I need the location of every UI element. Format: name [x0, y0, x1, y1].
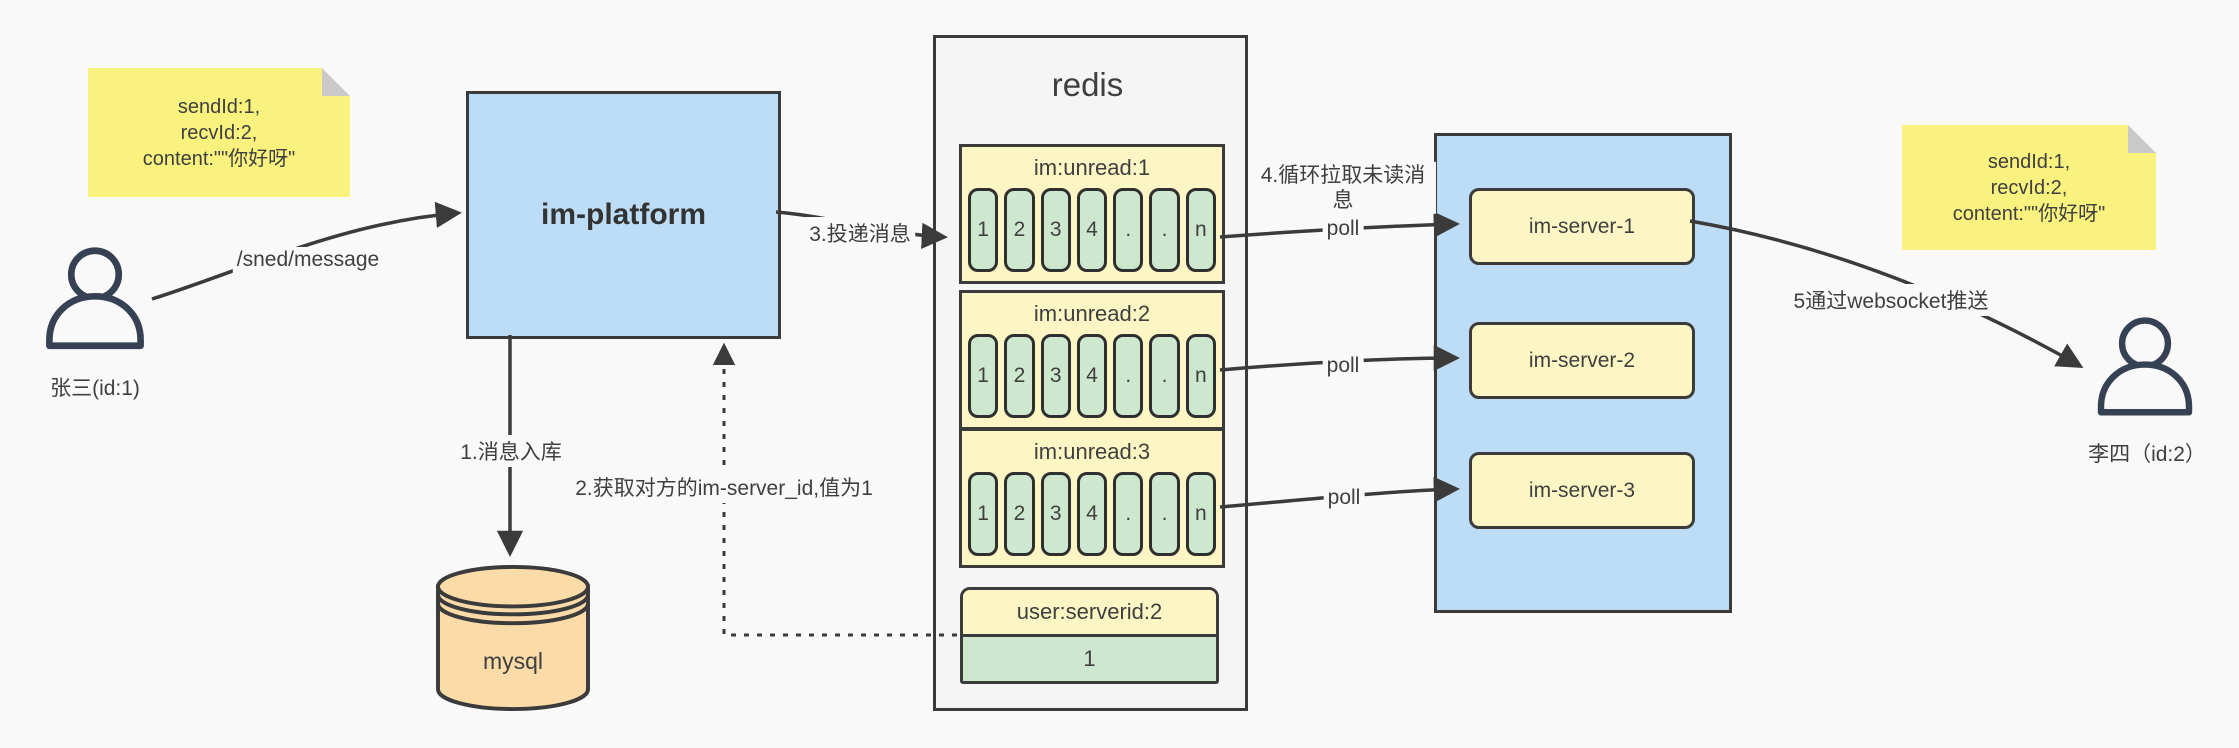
edge-label-step5: 5通过websocket推送 [1789, 284, 1993, 316]
queue-cell: 4 [1076, 472, 1108, 556]
receiver-label: 李四（id:2） [2088, 443, 2206, 466]
note-fold-icon [322, 68, 350, 96]
im-server-2-label: im-server-2 [1528, 348, 1636, 372]
queue-cell: . [1149, 472, 1180, 556]
queue-cell: 1 [968, 188, 999, 272]
person-icon [2097, 317, 2193, 416]
im-server-1-label: im-server-1 [1528, 214, 1636, 238]
user-serverid-node: user:serverid:2 1 [960, 587, 1219, 684]
queue-cell: 3 [1040, 472, 1071, 556]
note-line: recvId:2, [1990, 176, 2068, 199]
queue-im-unread-2: im:unread:2 1 2 3 4 . . n [959, 290, 1225, 430]
queue-cells: 1 2 3 4 . . n [962, 472, 1222, 565]
queue-cell: 4 [1076, 188, 1108, 272]
im-platform-label: im-platform [541, 198, 706, 231]
note-line: content:""你好呀" [142, 147, 296, 170]
queue-title: im:unread:1 [1033, 154, 1151, 180]
note-line: content:""你好呀" [1952, 202, 2106, 225]
queue-cell: . [1149, 334, 1180, 418]
queue-cell: 3 [1040, 188, 1071, 272]
queue-title: im:unread:2 [1033, 300, 1151, 326]
queue-cell: 2 [1004, 472, 1035, 556]
sticky-note-sender: sendId:1, recvId:2, content:""你好呀" [88, 68, 350, 197]
user-serverid-title: user:serverid:2 [963, 590, 1216, 637]
queue-title: im:unread:3 [1033, 438, 1151, 464]
edge-label-poll-1: poll [1322, 216, 1364, 242]
queue-cell: n [1185, 472, 1216, 556]
queue-cell: n [1185, 334, 1216, 418]
note-fold-icon [2128, 125, 2156, 153]
queue-cell: . [1113, 334, 1144, 418]
queue-cell: 1 [968, 334, 999, 418]
edge-label-poll-2: poll [1322, 353, 1364, 379]
queue-cell: 2 [1004, 334, 1035, 418]
queue-cell: . [1149, 188, 1180, 272]
edge-label-step4: 4.循环拉取未读消息 [1250, 161, 1436, 215]
queue-cell: 3 [1040, 334, 1071, 418]
edge-label-step1: 1.消息入库 [456, 435, 566, 467]
queue-cells: 1 2 3 4 . . n [962, 188, 1222, 281]
im-platform-node: im-platform [466, 91, 781, 339]
im-server-3-node: im-server-3 [1469, 452, 1695, 529]
sender-label: 张三(id:1) [50, 377, 140, 400]
redis-title: redis [1051, 66, 1124, 103]
queue-im-unread-3: im:unread:3 1 2 3 4 . . n [959, 428, 1225, 568]
queue-cell: 2 [1004, 188, 1035, 272]
queue-im-unread-1: im:unread:1 1 2 3 4 . . n [959, 144, 1225, 284]
edge-label-step3: 3.投递消息 [805, 217, 915, 249]
queue-cell: 4 [1076, 334, 1108, 418]
queue-cell: 1 [968, 472, 999, 556]
queue-cell: . [1113, 472, 1144, 556]
queue-cells: 1 2 3 4 . . n [962, 334, 1222, 427]
note-line: sendId:1, [177, 95, 261, 118]
person-icon [46, 247, 144, 350]
mysql-label: mysql [482, 648, 544, 674]
edge-label-poll-3: poll [1323, 485, 1365, 511]
database-icon [436, 564, 590, 712]
im-server-3-label: im-server-3 [1528, 478, 1636, 502]
queue-cell: . [1113, 188, 1144, 272]
sticky-note-receiver: sendId:1, recvId:2, content:""你好呀" [1902, 125, 2156, 250]
edge-label-send-api: /sned/message [232, 247, 384, 273]
user-serverid-value: 1 [963, 637, 1216, 681]
im-server-2-node: im-server-2 [1469, 322, 1695, 399]
note-line: sendId:1, [1987, 150, 2071, 173]
note-line: recvId:2, [180, 121, 258, 144]
queue-cell: n [1185, 188, 1216, 272]
edge-label-step2: 2.获取对方的im-server_id,值为1 [571, 471, 877, 503]
im-server-1-node: im-server-1 [1469, 188, 1695, 265]
